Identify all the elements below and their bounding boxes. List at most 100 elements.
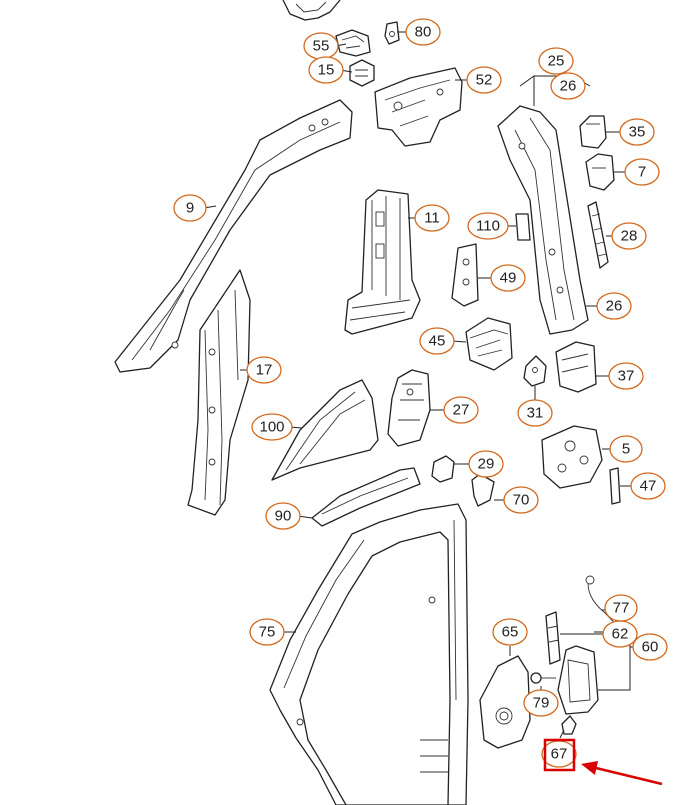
callout-number: 28 — [621, 228, 638, 245]
part-52-reinforcement — [374, 67, 463, 147]
part-27-reinforcement — [387, 369, 431, 447]
callout-number: 60 — [642, 639, 659, 656]
callout-number: 26 — [606, 298, 623, 315]
callout-c5: 5 — [609, 435, 643, 463]
callout-bubble — [608, 362, 644, 390]
callout-bubble — [523, 689, 559, 717]
callout-number: 11 — [424, 210, 440, 227]
part-31-plate — [523, 355, 547, 387]
callout-bubble — [405, 18, 441, 46]
callout-number: 65 — [502, 624, 519, 641]
callout-c28: 28 — [611, 222, 647, 250]
callout-bubble — [419, 327, 455, 355]
callout-number: 80 — [415, 24, 432, 41]
part-17-pillar-lower — [187, 269, 251, 516]
callout-c26b: 26 — [596, 292, 632, 320]
part-67-plug — [561, 715, 577, 735]
callout-number: 100 — [259, 419, 284, 436]
callout-number: 62 — [612, 626, 629, 643]
callout-c9: 9 — [173, 194, 207, 222]
callout-number: 49 — [500, 270, 517, 287]
callout-c25: 25 — [538, 47, 574, 75]
callout-c27: 27 — [443, 396, 479, 424]
callout-number: 67 — [551, 746, 568, 763]
callout-bubble — [503, 486, 539, 514]
callout-number: 79 — [533, 695, 550, 712]
callout-number: 27 — [453, 402, 470, 419]
part-60-flap-housing — [557, 645, 599, 715]
callout-bubble — [632, 633, 668, 661]
callout-number: 17 — [256, 362, 273, 379]
part-49-bracket — [451, 243, 479, 307]
callout-bubble — [251, 413, 293, 441]
callout-bubble — [490, 264, 526, 292]
callout-number: 9 — [186, 200, 194, 217]
callout-bubble — [466, 66, 502, 94]
callout-c31: 31 — [517, 399, 553, 427]
callout-c80: 80 — [405, 18, 441, 46]
callout-c77: 77 — [604, 594, 638, 622]
callout-bubble — [596, 292, 632, 320]
callout-bubble — [414, 204, 450, 232]
callout-bubble — [517, 399, 553, 427]
callout-c7: 7 — [624, 158, 660, 186]
callout-c45: 45 — [419, 327, 455, 355]
part-100-corner-panel — [271, 379, 379, 481]
part-55-bracket — [335, 29, 371, 57]
part-5-panel — [541, 425, 603, 489]
callout-bubble — [249, 618, 285, 646]
callout-bubble — [630, 472, 666, 500]
callout-bubble — [265, 502, 301, 530]
callout-number: 7 — [638, 164, 646, 181]
part-79-bolt — [530, 672, 556, 684]
callout-number: 47 — [640, 478, 657, 495]
part-90-trim-strip — [311, 467, 421, 527]
part-110-clip — [515, 213, 531, 241]
callout-number: 37 — [618, 368, 635, 385]
part-28-strip — [587, 201, 609, 269]
callout-c65: 65 — [492, 618, 528, 646]
part-37-hinge-bracket — [555, 341, 597, 393]
callout-bubble — [609, 435, 643, 463]
part-80-clip — [384, 21, 400, 45]
callout-c26a: 26 — [550, 72, 586, 100]
highlight-box — [543, 738, 576, 772]
part-65-cover — [479, 655, 531, 749]
callout-c110: 110 — [467, 212, 509, 240]
callout-number: 75 — [259, 624, 276, 641]
callout-bubble — [492, 618, 528, 646]
callout-number: 45 — [429, 333, 446, 350]
callout-bubble — [467, 212, 509, 240]
part-26-rear-pillar — [497, 105, 589, 335]
part-47-strip — [609, 467, 621, 505]
callout-number: 55 — [313, 38, 330, 55]
callout-bubble — [550, 72, 586, 100]
callout-number: 90 — [275, 508, 292, 525]
callout-c62: 62 — [602, 620, 638, 648]
part-11-pillar — [344, 189, 421, 335]
part-9-pillar-upper — [114, 99, 353, 373]
callout-number: 70 — [513, 492, 530, 509]
callout-number: 77 — [613, 600, 630, 617]
pointer-arrowhead — [581, 761, 598, 775]
callout-c55: 55 — [303, 32, 339, 60]
callout-c15: 15 — [308, 56, 344, 84]
callout-c35: 35 — [619, 118, 655, 146]
callout-c52: 52 — [466, 66, 502, 94]
part-62-latch — [545, 611, 561, 665]
part-45-box-bracket — [465, 317, 513, 371]
callout-c79: 79 — [523, 689, 559, 717]
callout-c11: 11 — [414, 204, 450, 232]
part-70-bracket — [471, 473, 495, 507]
callout-c60: 60 — [632, 633, 668, 661]
callout-bubble — [443, 396, 479, 424]
callout-c17: 17 — [246, 356, 282, 384]
callout-bubble — [619, 118, 655, 146]
callout-bubble — [602, 620, 638, 648]
callout-number: 25 — [548, 53, 565, 70]
callout-bubble — [468, 450, 504, 478]
callout-c67: 67 — [541, 740, 577, 768]
